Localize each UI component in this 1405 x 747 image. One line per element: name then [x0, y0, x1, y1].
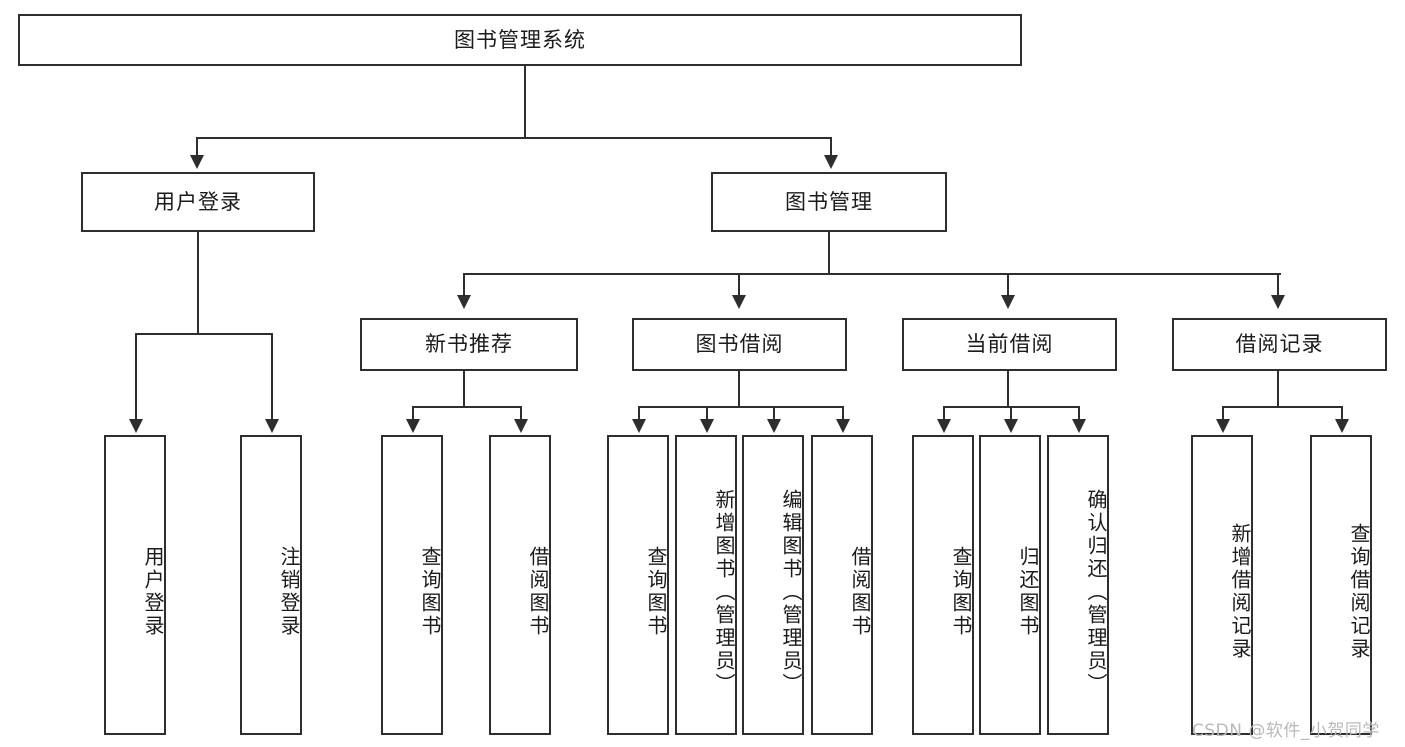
arrowhead-borrow-record-leaf-2 — [1335, 419, 1349, 433]
edge-book-manage-drop-2 — [738, 273, 740, 297]
edge-root-to-book-manage — [830, 137, 832, 159]
leaf-book-borrow-3[interactable]: 编辑图书（管理员） — [742, 435, 804, 735]
edge-new-book-drop-2 — [520, 406, 522, 421]
edge-book-borrow-drop-1 — [638, 406, 640, 421]
edge-user-login-drop-1 — [135, 333, 137, 421]
edge-root-stem — [524, 66, 526, 138]
node-label: 借阅图书 — [848, 546, 872, 638]
leaf-user-login-1[interactable]: 用户登录 — [104, 435, 166, 735]
node-label: 查询图书 — [949, 546, 973, 638]
node-label: 编辑图书（管理员） — [779, 488, 803, 696]
edge-book-manage-bus — [463, 273, 1281, 275]
edge-book-manage-drop-1 — [463, 273, 465, 297]
node-label: 新增图书（管理员） — [712, 488, 736, 696]
node-label: 新书推荐 — [425, 332, 513, 357]
edge-current-borrow-drop-2 — [1010, 406, 1012, 421]
csdn-watermark: CSDN @软件_小贺同学 — [1192, 716, 1380, 741]
edge-borrow-record-stem — [1277, 371, 1279, 407]
arrowhead-book-manage-child-4 — [1271, 295, 1285, 309]
arrowhead-current-borrow-leaf-3 — [1072, 419, 1086, 433]
edge-book-manage-drop-3 — [1007, 273, 1009, 297]
edge-root-to-user-login — [196, 137, 198, 159]
node-label: 图书管理系统 — [454, 27, 586, 52]
node-root-system[interactable]: 图书管理系统 — [18, 14, 1022, 66]
node-book-borrow[interactable]: 图书借阅 — [632, 318, 847, 371]
node-new-book-recommend[interactable]: 新书推荐 — [360, 318, 578, 371]
arrowhead-current-borrow-leaf-1 — [937, 419, 951, 433]
node-label: 注销登录 — [277, 546, 301, 638]
node-label: 新增借阅记录 — [1228, 523, 1252, 661]
arrowhead-book-borrow-leaf-3 — [767, 419, 781, 433]
arrowhead-new-book-leaf-1 — [406, 419, 420, 433]
arrowhead-book-manage-child-3 — [1001, 295, 1015, 309]
edge-new-book-stem — [463, 371, 465, 407]
node-current-borrow[interactable]: 当前借阅 — [902, 318, 1117, 371]
edge-book-borrow-drop-2 — [706, 406, 708, 421]
leaf-user-login-2[interactable]: 注销登录 — [240, 435, 302, 735]
arrowhead-user-login-leaf-1 — [129, 419, 143, 433]
node-label: 借阅记录 — [1235, 332, 1324, 357]
arrowhead-book-manage-child-2 — [732, 295, 746, 309]
leaf-borrow-record-2[interactable]: 查询借阅记录 — [1310, 435, 1372, 735]
leaf-current-borrow-3[interactable]: 确认归还（管理员） — [1047, 435, 1109, 735]
edge-book-manage-drop-4 — [1277, 273, 1279, 297]
arrowhead-new-book-leaf-2 — [514, 419, 528, 433]
edge-new-book-bus — [412, 406, 522, 408]
edge-book-borrow-drop-3 — [773, 406, 775, 421]
node-label: 归还图书 — [1016, 546, 1040, 638]
node-label: 用户登录 — [141, 546, 165, 638]
arrowhead-root-to-user-login — [190, 155, 204, 169]
leaf-borrow-record-1[interactable]: 新增借阅记录 — [1191, 435, 1253, 735]
edge-book-manage-stem — [828, 232, 830, 274]
edge-current-borrow-drop-3 — [1078, 406, 1080, 421]
node-user-login[interactable]: 用户登录 — [81, 172, 315, 232]
node-borrow-record[interactable]: 借阅记录 — [1172, 318, 1387, 371]
arrowhead-current-borrow-leaf-2 — [1004, 419, 1018, 433]
edge-root-bus — [196, 137, 832, 139]
edge-user-login-drop-2 — [271, 333, 273, 421]
arrowhead-book-borrow-leaf-2 — [700, 419, 714, 433]
edge-user-login-stem — [197, 232, 199, 334]
node-label: 当前借阅 — [965, 332, 1054, 357]
edge-borrow-record-bus — [1222, 406, 1342, 408]
edge-borrow-record-drop-1 — [1222, 406, 1224, 421]
leaf-new-book-2[interactable]: 借阅图书 — [489, 435, 551, 735]
node-label: 借阅图书 — [526, 546, 550, 638]
node-label: 图书借阅 — [695, 332, 784, 357]
arrowhead-borrow-record-leaf-1 — [1216, 419, 1230, 433]
edge-user-login-bus — [135, 333, 271, 335]
edge-new-book-drop-1 — [412, 406, 414, 421]
edge-borrow-record-drop-2 — [1341, 406, 1343, 421]
leaf-new-book-1[interactable]: 查询图书 — [381, 435, 443, 735]
edge-book-borrow-drop-4 — [842, 406, 844, 421]
node-label: 查询图书 — [418, 546, 442, 638]
leaf-current-borrow-1[interactable]: 查询图书 — [912, 435, 974, 735]
leaf-book-borrow-1[interactable]: 查询图书 — [607, 435, 669, 735]
leaf-current-borrow-2[interactable]: 归还图书 — [979, 435, 1041, 735]
leaf-book-borrow-4[interactable]: 借阅图书 — [811, 435, 873, 735]
edge-book-borrow-bus — [638, 406, 844, 408]
node-label: 查询借阅记录 — [1347, 523, 1371, 661]
edge-current-borrow-stem — [1007, 371, 1009, 407]
node-label: 图书管理 — [785, 189, 873, 214]
arrowhead-book-borrow-leaf-4 — [836, 419, 850, 433]
node-label: 查询图书 — [644, 546, 668, 638]
arrowhead-user-login-leaf-2 — [265, 419, 279, 433]
arrowhead-root-to-book-manage — [824, 155, 838, 169]
arrowhead-book-borrow-leaf-1 — [632, 419, 646, 433]
leaf-book-borrow-2[interactable]: 新增图书（管理员） — [675, 435, 737, 735]
node-label: 用户登录 — [154, 189, 242, 214]
edge-book-borrow-stem — [738, 371, 740, 407]
arrowhead-book-manage-child-1 — [457, 295, 471, 309]
edge-current-borrow-drop-1 — [943, 406, 945, 421]
node-label: 确认归还（管理员） — [1084, 488, 1108, 696]
watermark-text: CSDN @软件_小贺同学 — [1192, 721, 1380, 741]
node-book-manage[interactable]: 图书管理 — [711, 172, 947, 232]
